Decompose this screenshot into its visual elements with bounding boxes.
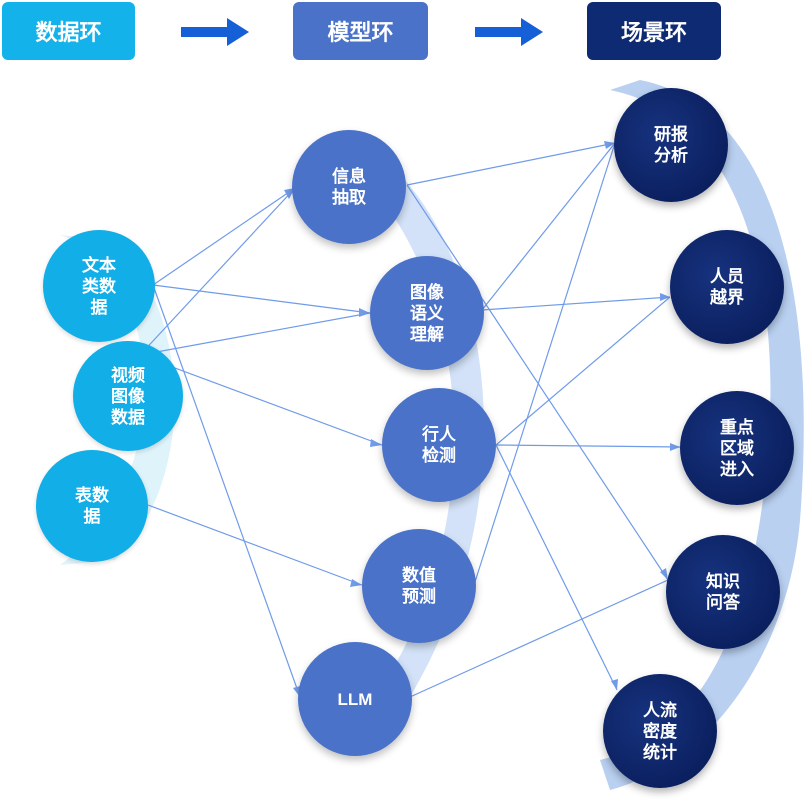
data-node-video-image: 视频 图像 数据 bbox=[73, 341, 183, 451]
model-node-value-prediction: 数值 预测 bbox=[362, 529, 476, 643]
scene-ring-header: 场景环 bbox=[587, 2, 721, 60]
model-node-pedestrian-detection: 行人 检测 bbox=[382, 388, 496, 502]
arrowhead bbox=[660, 293, 670, 301]
model-node-info-extraction: 信息 抽取 bbox=[292, 130, 406, 244]
arrowheads bbox=[284, 141, 680, 697]
arrowhead bbox=[670, 443, 680, 451]
link bbox=[147, 504, 363, 586]
scene-node-crowd-density: 人流 密度 统计 bbox=[603, 674, 717, 788]
link bbox=[481, 296, 671, 311]
link bbox=[139, 354, 383, 446]
data-ring-band bbox=[60, 235, 175, 565]
data-ring-header: 数据环 bbox=[2, 2, 135, 60]
arrowhead bbox=[350, 579, 362, 587]
link bbox=[473, 142, 616, 586]
connection-lines bbox=[139, 142, 681, 698]
model-node-llm: LLM bbox=[298, 642, 412, 756]
link bbox=[139, 187, 296, 356]
link bbox=[139, 312, 371, 356]
link bbox=[406, 184, 669, 581]
link bbox=[495, 444, 618, 691]
link bbox=[152, 187, 296, 286]
data-node-text: 文本 类数 据 bbox=[43, 230, 155, 342]
scene-node-knowledge-qa: 知识 问答 bbox=[666, 535, 780, 649]
arrowhead bbox=[611, 679, 618, 690]
link bbox=[409, 579, 669, 698]
scene-node-research-report: 研报 分析 bbox=[614, 88, 728, 202]
model-node-image-semantics: 图像 语义 理解 bbox=[370, 256, 484, 370]
link bbox=[152, 284, 371, 314]
arrowhead bbox=[604, 141, 615, 149]
arrowhead bbox=[359, 308, 370, 317]
link bbox=[152, 284, 301, 698]
right-arrow-icon bbox=[475, 18, 543, 46]
right-arrow-icon bbox=[181, 18, 249, 46]
link bbox=[495, 444, 681, 448]
link bbox=[406, 142, 616, 186]
model-ring-header: 模型环 bbox=[293, 2, 428, 60]
link bbox=[495, 296, 671, 446]
scene-node-key-area-entry: 重点 区域 进入 bbox=[680, 391, 794, 505]
scene-node-boundary-crossing: 人员 越界 bbox=[670, 230, 784, 344]
arrowhead bbox=[660, 568, 668, 580]
data-node-table: 表数 据 bbox=[36, 450, 148, 562]
link bbox=[481, 142, 616, 311]
arrowhead bbox=[370, 439, 382, 447]
